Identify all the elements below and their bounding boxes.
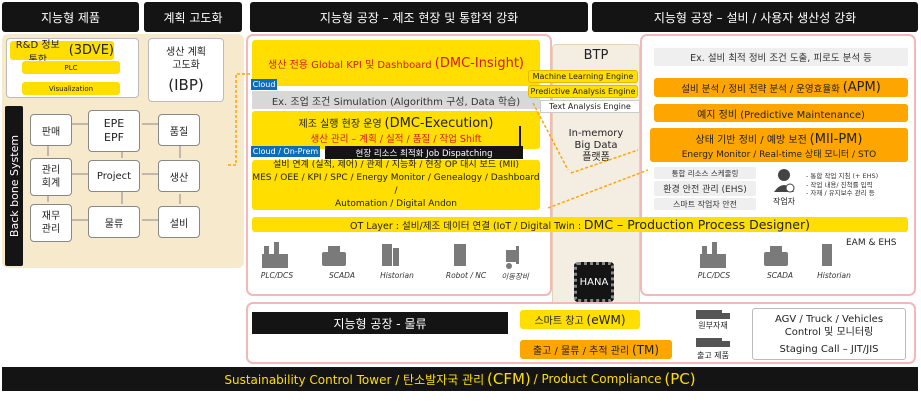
agv-control: AGV / Truck / Vehicles Control 및 모니터링 (774, 314, 884, 338)
cloud-onprem-badge: Cloud / On-Prem (251, 146, 320, 157)
mii-box: 설비 연계 (실적, 제어) / 관제 / 지능화 / 현장 OP 대시 보드 … (252, 160, 540, 210)
eam-ehs-label: EAM & EHS (846, 238, 897, 248)
tm-box: 출고 / 물류 / 추적 관리 (TM) (520, 340, 672, 359)
ehs-box: 환경 안전 관리 (EHS) (654, 181, 756, 196)
header-factory-equipment: 지능형 공장 – 설비 / 사용자 생산성 강화 (592, 2, 918, 32)
agv-box: AGV / Truck / Vehicles Control 및 모니터링 St… (752, 308, 906, 360)
apm-box: 설비 분석 / 정비 전략 분석 / 운영효율화 (APM) (654, 78, 908, 97)
backbone-quality: 품질 (158, 114, 200, 146)
ewm-box: 스마트 창고 (eWM) (520, 310, 640, 329)
device-plc-dcs-right: PLC/DCS (697, 271, 731, 280)
dmc-execution: 제조 실행 현장 운영 (DMC-Execution) 생산 관리 – 계획 /… (252, 111, 540, 149)
device-scada-right: SCADA (766, 271, 794, 280)
dmc-insight: 생산 전용 Global KPI 및 Dashboard (DMC-Insigh… (252, 40, 540, 86)
equipment-ex-analysis: Ex. 설비 최적 정비 조건 도출, 피로도 분석 등 (654, 48, 908, 66)
device-robot-nc: Robot / NC (445, 271, 487, 280)
header-planning: 계획 고도화 (144, 2, 242, 32)
shipping-product-label: 출고 제품 (697, 351, 729, 360)
btp-title: BTP (583, 48, 609, 63)
worker-label: 작업자 (772, 197, 796, 206)
device-mobile: 이동장비 (501, 272, 529, 281)
ibp-box: 생산 계획 고도화 (IBP) (148, 38, 224, 102)
flow-arrows (228, 73, 649, 209)
ibp-title: 생산 계획 고도화 (166, 47, 206, 71)
engine-predictive: Predictive Analysis Engine (528, 85, 638, 98)
mii-pm-box: 상태 기반 정비 / 예방 보전 (MII-PM) Energy Monitor… (650, 128, 908, 162)
header-intelligent-product: 지능형 제품 (2, 2, 139, 32)
backbone-logistics: 물류 (88, 206, 140, 238)
ibp-code: (IBP) (168, 76, 204, 94)
visualization-tag: Visualization (22, 82, 120, 95)
ot-layer: OT Layer : 설비/제조 데이터 연결 (IoT / Digital T… (252, 217, 908, 232)
engine-ml: Machine Learning Engine (528, 70, 638, 83)
backbone-finance: 재무 관리 (30, 204, 72, 242)
predictive-maintenance: 예지 정비 (Predictive Maintenance) (654, 104, 908, 122)
field-device-icons-right (700, 242, 832, 268)
truck-icons (696, 310, 730, 347)
engine-text: Text Analysis Engine (540, 100, 640, 113)
rnd-integration: R&D 정보 통합 (3DVE) (10, 40, 114, 66)
smart-worker-safety: 스마트 작업자 안전 (654, 198, 756, 210)
backbone-production: 생산 (158, 160, 200, 192)
dispatching-bar: 현장 리소스 최적화 Job Dispatching (325, 146, 523, 159)
plc-tag: PLC (22, 61, 120, 74)
inmemory-platform: In-memory Big Data 플랫폼 (568, 128, 624, 163)
simulation-row: Ex. 조업 조건 Simulation (Algorithm 구성, Data… (252, 91, 540, 109)
raw-material-label: 원부자재 (698, 321, 728, 330)
backbone-bar (5, 106, 23, 266)
device-scada: SCADA (328, 271, 356, 280)
cloud-badge: Cloud (251, 79, 277, 90)
field-device-icons-left (262, 242, 519, 269)
backbone-label: Back bone System (7, 134, 21, 238)
device-plc-dcs: PLC/DCS (260, 271, 294, 280)
staging-call: Staging Call – JIT/JIS (779, 344, 879, 355)
device-historian: Historian (380, 271, 414, 280)
backbone-accounting: 관리 회계 (30, 158, 72, 196)
logistics-title: 지능형 공장 - 물류 (252, 312, 508, 334)
worker-icon (774, 169, 795, 193)
hana-chip-icon: HANA (574, 262, 614, 302)
backbone-project: Project (88, 160, 140, 192)
worker-notes: - 통합 작업 지침 (+ EHS) - 작업 내용/ 진척률 입력 - 자재 … (806, 172, 879, 197)
backbone-sales: 판매 (30, 114, 72, 146)
sustainability-bar: Sustainability Control Tower / 탄소발자국 관리 … (2, 367, 918, 391)
header-factory-field: 지능형 공장 – 제조 현장 및 통합적 강화 (250, 2, 588, 32)
resource-scheduling: 통합 리소스 스케줄링 (654, 167, 756, 179)
backbone-equipment: 설비 (158, 206, 200, 238)
device-historian-right: Historian (817, 271, 851, 280)
backbone-epe-epf: EPE EPF (88, 110, 140, 152)
